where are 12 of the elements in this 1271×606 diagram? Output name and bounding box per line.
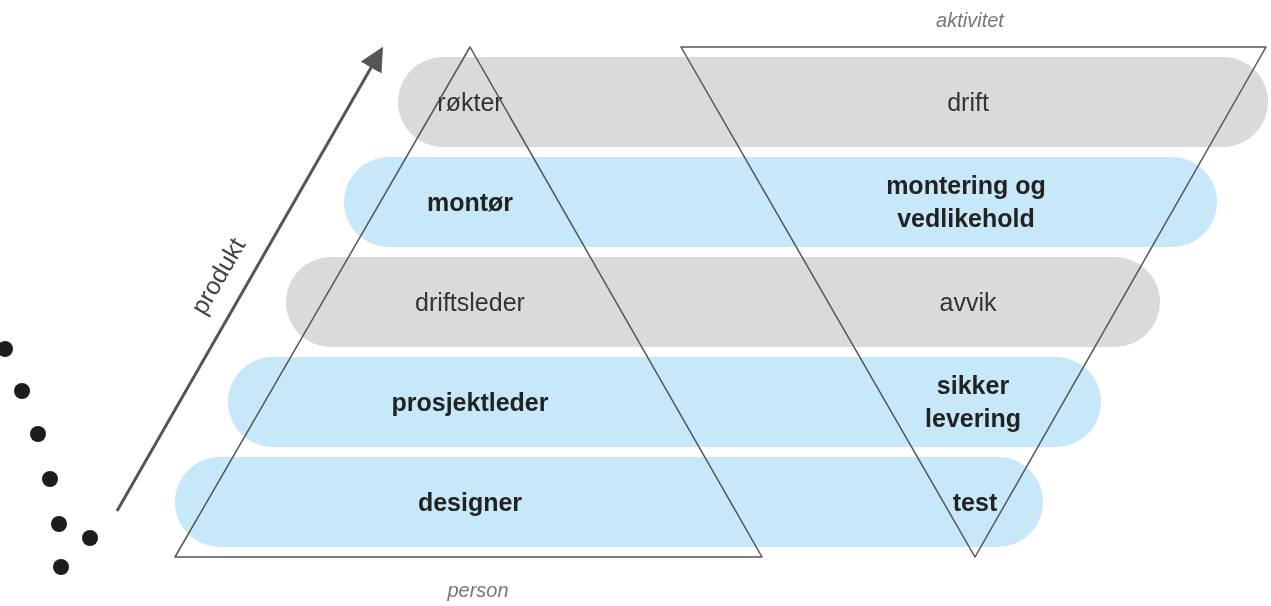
role-label: driftsleder	[415, 286, 525, 318]
axis-label: person	[447, 578, 509, 602]
role-label: montør	[426, 186, 514, 218]
activity-label: sikker levering	[924, 370, 1022, 434]
role-label: designer	[417, 486, 523, 518]
role-label: prosjektleder	[391, 386, 549, 418]
role-label: røkter	[437, 86, 503, 118]
activity-label: montering og vedlikehold	[885, 170, 1047, 234]
axis-label: aktivitet	[936, 8, 1004, 32]
activity-label: avvik	[939, 286, 997, 318]
activity-label: test	[952, 486, 998, 518]
activity-label: drift	[947, 86, 989, 118]
